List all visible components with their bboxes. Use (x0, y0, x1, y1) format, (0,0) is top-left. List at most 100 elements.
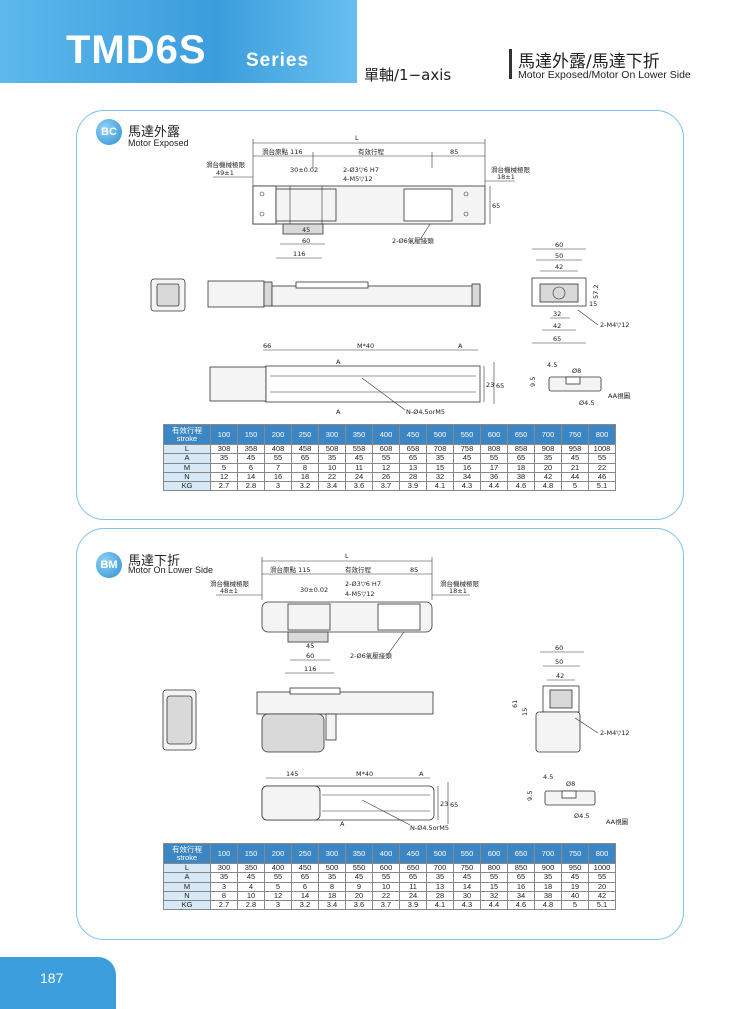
row-label: M (163, 881, 211, 892)
stroke-column-header: 200 (264, 424, 292, 445)
table-cell: 20 (534, 462, 562, 473)
table-cell: 11 (345, 462, 373, 473)
table-cell: 2.7 (210, 900, 238, 911)
bc-plan-A2: A (336, 358, 341, 366)
bc-dim-30: 30±0.02 (290, 166, 318, 174)
stroke-column-header: 800 (588, 843, 616, 864)
bm-dim-116: 116 (304, 665, 316, 673)
bc-aa-label: AA視圖 (608, 391, 630, 400)
bc-end-50: 50 (555, 252, 563, 260)
table-cell: 16 (453, 462, 481, 473)
table-cell: 3.4 (318, 481, 346, 492)
table-cell: 35 (318, 453, 346, 464)
table-cell: 65 (399, 453, 427, 464)
bm-dim-85: 85 (410, 566, 418, 574)
table-cell: 55 (264, 453, 292, 464)
table-cell: 13 (399, 462, 427, 473)
bm-side-view (162, 687, 434, 753)
header-divider (509, 49, 512, 79)
table-cell: 55 (372, 872, 400, 883)
table-cell: 8 (318, 881, 346, 892)
table-cell: 21 (561, 462, 589, 473)
section-title-bc-en: Motor Exposed (128, 138, 189, 148)
table-cell: 35 (426, 872, 454, 883)
stroke-column-header: 300 (318, 424, 346, 445)
row-label: M (163, 462, 211, 473)
table-cell: 11 (399, 881, 427, 892)
bc-dim-65: 65 (492, 202, 500, 210)
table-cell: 12 (372, 462, 400, 473)
bc-connector: 2-Ø6氣壓接頭 (392, 236, 434, 245)
row-label: A (163, 872, 211, 883)
bc-plan-23: 23 (486, 381, 494, 389)
stroke-column-header: 250 (291, 424, 319, 445)
table-cell: 65 (291, 453, 319, 464)
stroke-column-header: 550 (453, 843, 481, 864)
section-badge-bm: BM (96, 552, 122, 578)
stroke-header-cn: 有效行程 (172, 844, 202, 854)
table-cell: 18 (507, 462, 535, 473)
bm-plan-N: N-Ø4.5orM5 (410, 824, 449, 832)
table-cell: 2.8 (237, 900, 265, 911)
table-cell: 65 (507, 453, 535, 464)
table-cell: 5 (561, 900, 589, 911)
bm-dim-stroke: 有效行程 (345, 565, 372, 574)
stroke-header-cn: 有效行程 (172, 425, 202, 435)
table-cell: 20 (588, 881, 616, 892)
section-badge-bc: BC (96, 119, 122, 145)
bm-aa-9-5: 9.5 (526, 791, 534, 801)
bm-limit-right-val: 18±1 (449, 587, 467, 595)
table-cell: 3.7 (372, 481, 400, 492)
stroke-column-header: 100 (210, 424, 238, 445)
bc-end-15: 15 (589, 300, 597, 308)
page-title: TMD6S (66, 28, 207, 72)
axis-label: 單軸/1−axis (364, 66, 452, 84)
bm-end-view: 60 50 42 61 15 2-M4▽12 (511, 644, 630, 753)
stroke-column-header: 550 (453, 424, 481, 445)
bc-limit-right: 滑台機械極限 (491, 165, 531, 174)
bm-end-50: 50 (555, 658, 563, 666)
bm-top-view: L 滑台原點 115 有效行程 85 滑台機械極限 48±1 滑台機械極限 18… (210, 552, 480, 674)
stroke-column-header: 750 (561, 843, 589, 864)
stroke-column-header: 650 (507, 843, 535, 864)
table-cell: 45 (345, 453, 373, 464)
table-cell: 45 (453, 872, 481, 883)
stroke-column-header: 200 (264, 843, 292, 864)
bc-dim-stroke: 有效行程 (358, 147, 385, 156)
table-cell: 5.1 (588, 481, 616, 492)
table-cell: 6 (237, 462, 265, 473)
bc-plan-N: N-Ø4.5orM5 (406, 408, 445, 416)
bc-aa-9-5: 9.5 (529, 377, 537, 387)
bc-plan-A3: A (336, 408, 341, 416)
table-cell: 10 (318, 462, 346, 473)
stroke-column-header: 600 (480, 424, 508, 445)
stroke-column-header: 700 (534, 843, 562, 864)
table-cell: 55 (264, 872, 292, 883)
bm-plan-A2: A (340, 820, 345, 828)
series-label: Series (246, 50, 310, 71)
bm-limit-left-val: 48±1 (220, 587, 238, 595)
stroke-column-header: 450 (399, 424, 427, 445)
bc-plan-A1: A (458, 342, 463, 350)
table-cell: 5 (264, 881, 292, 892)
bc-aa-8: Ø8 (572, 367, 581, 375)
bm-aa-4-5: 4.5 (543, 773, 553, 781)
bm-limit-right: 滑台機械極限 (440, 579, 480, 588)
section-title-bm-cn: 馬達下折 (128, 554, 181, 569)
table-cell: 65 (399, 872, 427, 883)
row-label: A (163, 453, 211, 464)
bc-dim-116: 116 (293, 250, 305, 258)
bc-top-view: L 滑台原點 116 有效行程 85 滑台機械極限 49±1 滑台機械極限 18… (206, 134, 531, 259)
table-cell: 3.7 (372, 900, 400, 911)
table-cell: 15 (426, 462, 454, 473)
bc-plan-66: 66 (263, 342, 271, 350)
bc-limit-left: 滑台機械極限 (206, 160, 246, 169)
table-cell: 35 (534, 872, 562, 883)
bm-dim-60: 60 (306, 652, 314, 660)
stroke-column-header: 400 (372, 424, 400, 445)
table-cell: 35 (534, 453, 562, 464)
table-cell: 35 (210, 872, 238, 883)
